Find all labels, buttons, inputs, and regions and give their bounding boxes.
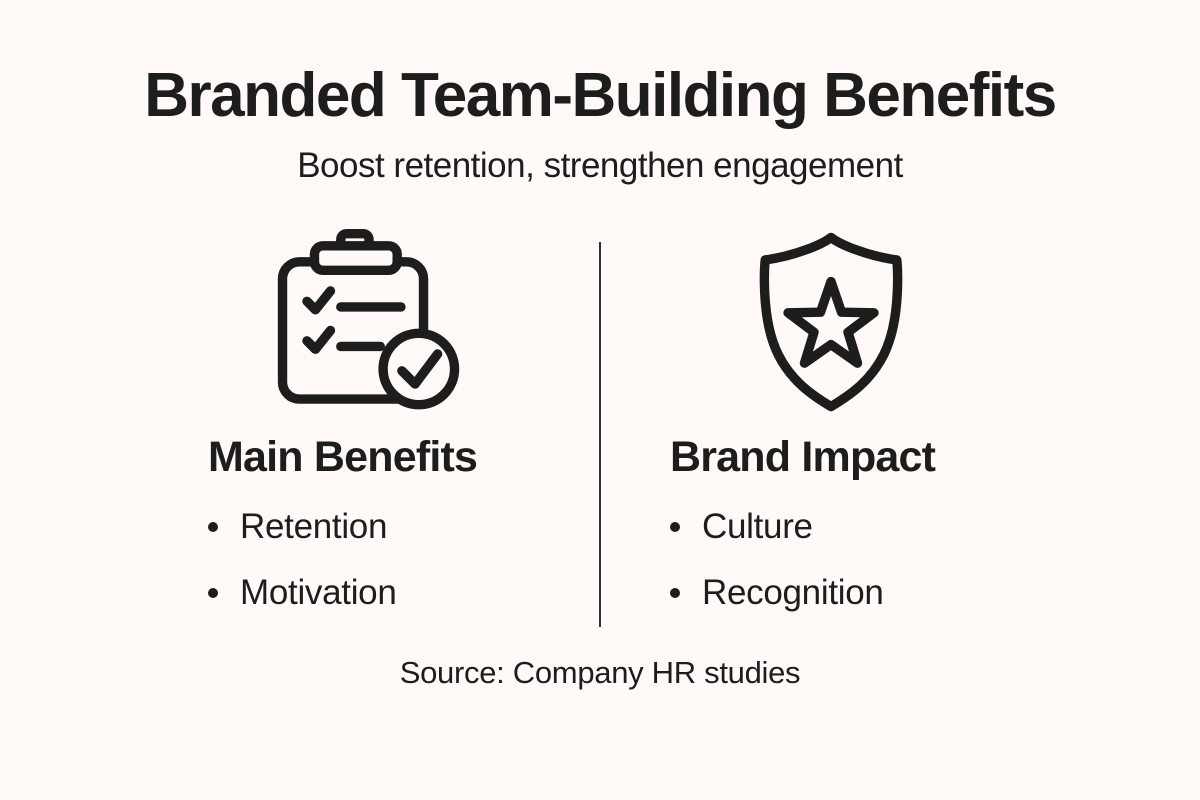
column-heading: Main Benefits <box>208 433 478 482</box>
column-divider <box>599 242 601 628</box>
column-heading: Brand Impact <box>670 433 936 482</box>
list-item: Recognition <box>670 573 992 613</box>
list-item-label: Recognition <box>702 573 884 613</box>
main-benefits-text-block: Main Benefits Retention Motivation <box>208 433 530 639</box>
list-item-label: Motivation <box>240 573 397 613</box>
source-note: Source: Company HR studies <box>399 655 801 691</box>
bullet-dot <box>670 522 680 533</box>
clipboard-checklist-icon <box>275 226 463 418</box>
page-subtitle: Boost retention, strengthen engagement <box>297 146 903 186</box>
column-main-benefits: Main Benefits Retention Motivation <box>139 226 599 639</box>
list-item: Retention <box>208 507 530 547</box>
column-brand-impact: Brand Impact Culture Recognition <box>601 226 1061 639</box>
shield-star-icon <box>737 226 925 418</box>
list-item-label: Retention <box>240 507 388 547</box>
content-row: Main Benefits Retention Motivation <box>139 226 1061 639</box>
main-benefits-list: Retention Motivation <box>208 507 530 613</box>
bullet-dot <box>208 522 218 533</box>
bullet-dot <box>208 588 218 599</box>
page-title: Branded Team-Building Benefits <box>144 61 1057 130</box>
list-item: Motivation <box>208 573 530 613</box>
bullet-dot <box>670 588 680 599</box>
brand-impact-list: Culture Recognition <box>670 507 992 613</box>
brand-impact-text-block: Brand Impact Culture Recognition <box>670 433 992 639</box>
list-item: Culture <box>670 507 992 547</box>
list-item-label: Culture <box>702 507 813 547</box>
